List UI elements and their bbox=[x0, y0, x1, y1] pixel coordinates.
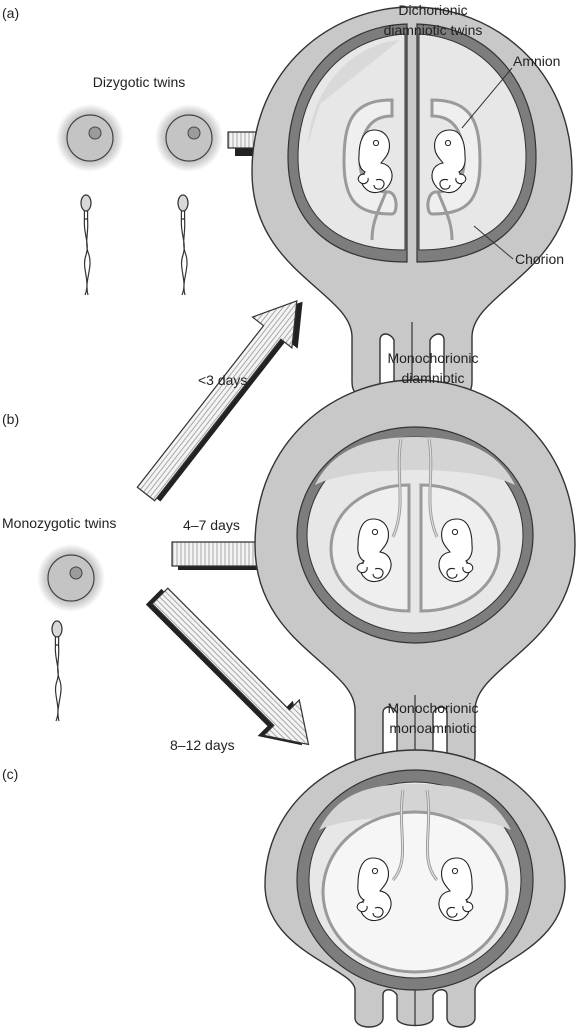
sperm-left bbox=[81, 195, 91, 295]
arrow-4-7-label: 4–7 days bbox=[183, 517, 240, 533]
chorion-label: Chorion bbox=[515, 251, 564, 267]
dcda-title-2: diamniotic twins bbox=[384, 22, 483, 38]
ovum-left bbox=[56, 104, 124, 172]
panel-c-label: (c) bbox=[2, 766, 18, 782]
sperm-monozygotic bbox=[52, 621, 62, 721]
amnion-label: Amnion bbox=[513, 53, 560, 69]
mcda-title-1: Monochorionic bbox=[387, 350, 478, 366]
mcma-title-1: Monochorionic bbox=[387, 700, 478, 716]
mcma-title-2: monoamniotic bbox=[389, 720, 476, 736]
panel-a-label: (a) bbox=[2, 5, 19, 21]
uterus-monochorionic-monoamniotic bbox=[265, 750, 565, 1027]
sperm-right bbox=[178, 195, 188, 295]
dizygotic-label: Dizygotic twins bbox=[93, 74, 186, 90]
arrow-lt3-label: <3 days bbox=[198, 372, 247, 388]
ovum-monozygotic bbox=[37, 544, 105, 612]
mcda-title-2: diamniotic bbox=[401, 370, 464, 386]
dcda-title-1: Dichorionic bbox=[398, 2, 467, 18]
arrow-8-12-label: 8–12 days bbox=[170, 737, 235, 753]
panel-b-label: (b) bbox=[2, 411, 19, 427]
ovum-right bbox=[155, 104, 223, 172]
monozygotic-label: Monozygotic twins bbox=[2, 515, 116, 531]
